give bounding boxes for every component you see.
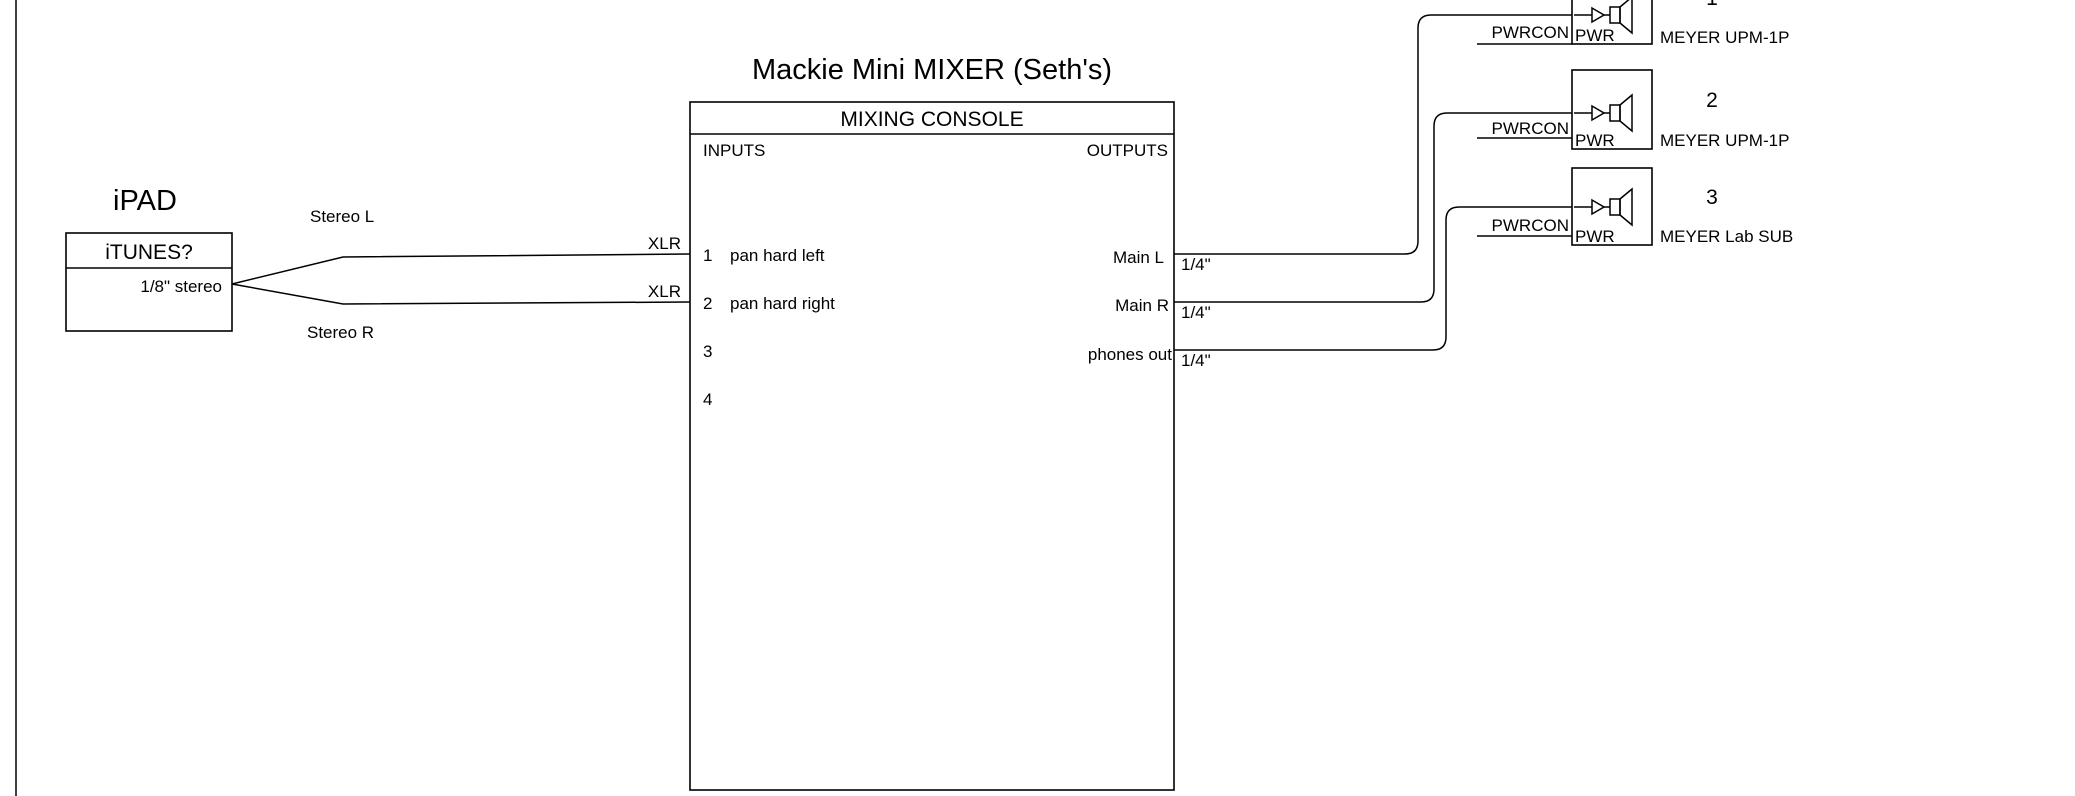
ipad-device: iPAD iTUNES? 1/8" stereo [65, 185, 233, 332]
speaker-2-power-in-label: PWRCON [1492, 119, 1569, 138]
mixer-header: MIXING CONSOLE [840, 108, 1023, 131]
speaker-1-icon [1574, 0, 1633, 35]
speaker-3-icon [1574, 187, 1633, 227]
mixer: Mackie Mini MIXER (Seth's) MIXING CONSOL… [689, 54, 1175, 791]
speaker-2-box [1571, 69, 1653, 150]
stereo-cable: Stereo L Stereo R XLR XLR [231, 207, 691, 342]
speaker-2-power-box-label: PWR [1575, 131, 1615, 150]
cable-main-l [1174, 14, 1572, 255]
cable-phones-out [1174, 206, 1572, 351]
mixer-title: Mackie Mini MIXER (Seth's) [752, 54, 1112, 86]
cable-main-r [1174, 112, 1572, 303]
ipad-box-header: iTUNES? [105, 241, 193, 264]
connector-label-main-l: 1/4" [1181, 255, 1211, 274]
output-cables: 1/4" 1/4" 1/4" [1174, 14, 1572, 370]
mixer-outputs-heading: OUTPUTS [1087, 141, 1168, 160]
connector-label-phones-out: 1/4" [1181, 351, 1211, 370]
speaker-1-power-box-label: PWR [1575, 26, 1615, 45]
cable-label-stereo-l: Stereo L [310, 207, 374, 226]
mixer-box [689, 101, 1175, 791]
speaker-2-model: MEYER UPM-1P [1660, 131, 1789, 150]
speaker-3-number: 3 [1706, 186, 1718, 209]
input-number-4: 4 [703, 390, 712, 409]
speaker-3: 3 PWR PWRCON MEYER Lab SUB [1477, 167, 1793, 246]
speaker-3-power-in-label: PWRCON [1492, 216, 1569, 235]
speaker-2-number: 2 [1706, 89, 1718, 112]
speaker-1-number: 1 [1706, 0, 1718, 10]
cable-label-stereo-r: Stereo R [307, 323, 374, 342]
ipad-box [65, 232, 233, 332]
input-number-1: 1 [703, 246, 712, 265]
connector-label-xlr-1: XLR [648, 234, 681, 253]
output-label-phones-out: phones out [1088, 345, 1172, 364]
mixer-inputs-heading: INPUTS [703, 141, 765, 160]
connector-label-xlr-2: XLR [648, 282, 681, 301]
input-number-2: 2 [703, 294, 712, 313]
speaker-1-model: MEYER UPM-1P [1660, 28, 1789, 47]
ipad-output-label: 1/8" stereo [140, 277, 222, 296]
input-label-2: pan hard right [730, 294, 835, 313]
ipad-title: iPAD [113, 185, 177, 217]
speaker-1: 1 PWR PWRCON MEYER UPM-1P [1477, 0, 1789, 47]
connector-label-main-r: 1/4" [1181, 303, 1211, 322]
speaker-2: 2 PWR PWRCON MEYER UPM-1P [1477, 69, 1789, 150]
speaker-1-power-in-label: PWRCON [1492, 23, 1569, 42]
input-label-1: pan hard left [730, 246, 825, 265]
output-label-main-l: Main L [1113, 248, 1164, 267]
output-label-main-r: Main R [1115, 296, 1169, 315]
speaker-3-model: MEYER Lab SUB [1660, 227, 1793, 246]
speaker-2-icon [1574, 93, 1633, 133]
input-number-3: 3 [703, 342, 712, 361]
cable-stereo-right [231, 283, 691, 305]
cable-stereo-left [231, 253, 691, 285]
speaker-3-power-box-label: PWR [1575, 227, 1615, 246]
